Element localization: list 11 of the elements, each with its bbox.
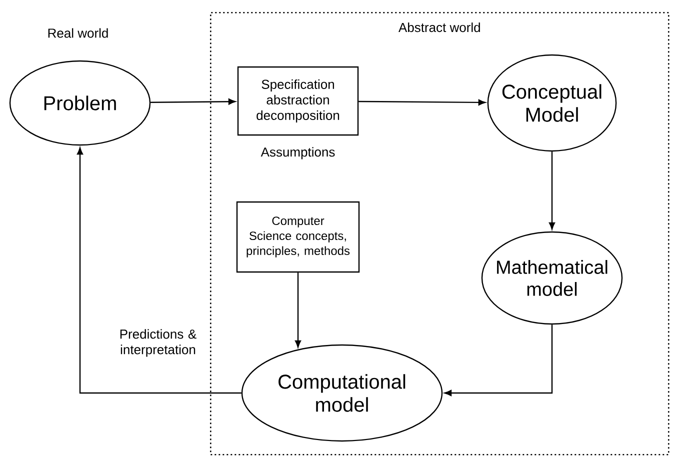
process-box: Computer Science concepts, principles, methods [236, 201, 360, 273]
arrow [358, 99, 486, 106]
region-label: Real world [48, 28, 108, 38]
arrow [294, 272, 302, 348]
arrow [150, 98, 236, 105]
arrow [76, 147, 242, 394]
edge-label: Predictions & interpretation [107, 328, 209, 358]
beside-text: Assumptions [260, 147, 335, 160]
arrow [548, 152, 556, 230]
process-box: Specification abstraction decomposition [237, 66, 359, 136]
arrow [444, 324, 553, 396]
